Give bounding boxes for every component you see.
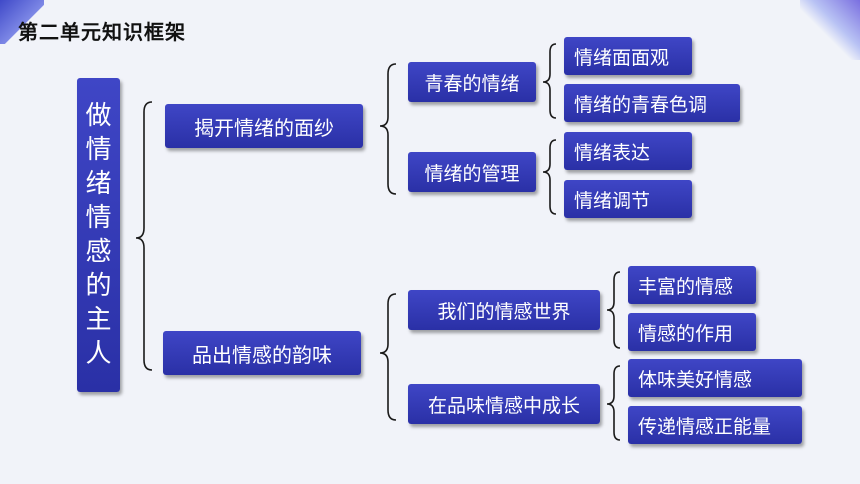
- root-char: 情: [85, 135, 112, 165]
- topic-node: 青春的情绪: [408, 62, 536, 102]
- page-title: 第二单元知识框架: [18, 20, 186, 44]
- root-node: 做 情 绪 情 感 的 主 人: [77, 78, 120, 392]
- root-char: 做: [85, 101, 112, 131]
- brace-topic-3: [606, 271, 621, 349]
- branch-node: 品出情感的韵味: [163, 331, 361, 375]
- leaf-node: 传递情感正能量: [628, 406, 802, 444]
- topic-node: 情绪的管理: [408, 152, 536, 192]
- brace-topic-2: [542, 139, 557, 215]
- leaf-node: 情绪的青春色调: [564, 84, 740, 122]
- corner-decoration-left: [0, 0, 44, 44]
- brace-branch-1: [379, 63, 397, 195]
- brace-topic-4: [606, 365, 621, 441]
- corner-decoration-right: [800, 0, 860, 60]
- branch-node: 揭开情绪的面纱: [165, 104, 363, 148]
- leaf-node: 情绪表达: [564, 132, 692, 170]
- topic-node: 我们的情感世界: [408, 290, 600, 330]
- brace-root: [135, 101, 153, 371]
- root-char: 情: [85, 203, 112, 233]
- leaf-node: 体味美好情感: [628, 359, 802, 397]
- root-char: 主: [85, 305, 112, 335]
- brace-topic-1: [542, 43, 557, 119]
- leaf-node: 丰富的情感: [628, 266, 756, 304]
- root-char: 人: [85, 339, 112, 369]
- root-char: 绪: [85, 169, 112, 199]
- topic-node: 在品味情感中成长: [408, 384, 600, 424]
- root-char: 感: [85, 237, 112, 267]
- leaf-node: 情感的作用: [628, 313, 756, 351]
- brace-branch-2: [379, 293, 397, 421]
- leaf-node: 情绪调节: [564, 180, 692, 218]
- root-char: 的: [85, 271, 112, 301]
- leaf-node: 情绪面面观: [564, 37, 692, 75]
